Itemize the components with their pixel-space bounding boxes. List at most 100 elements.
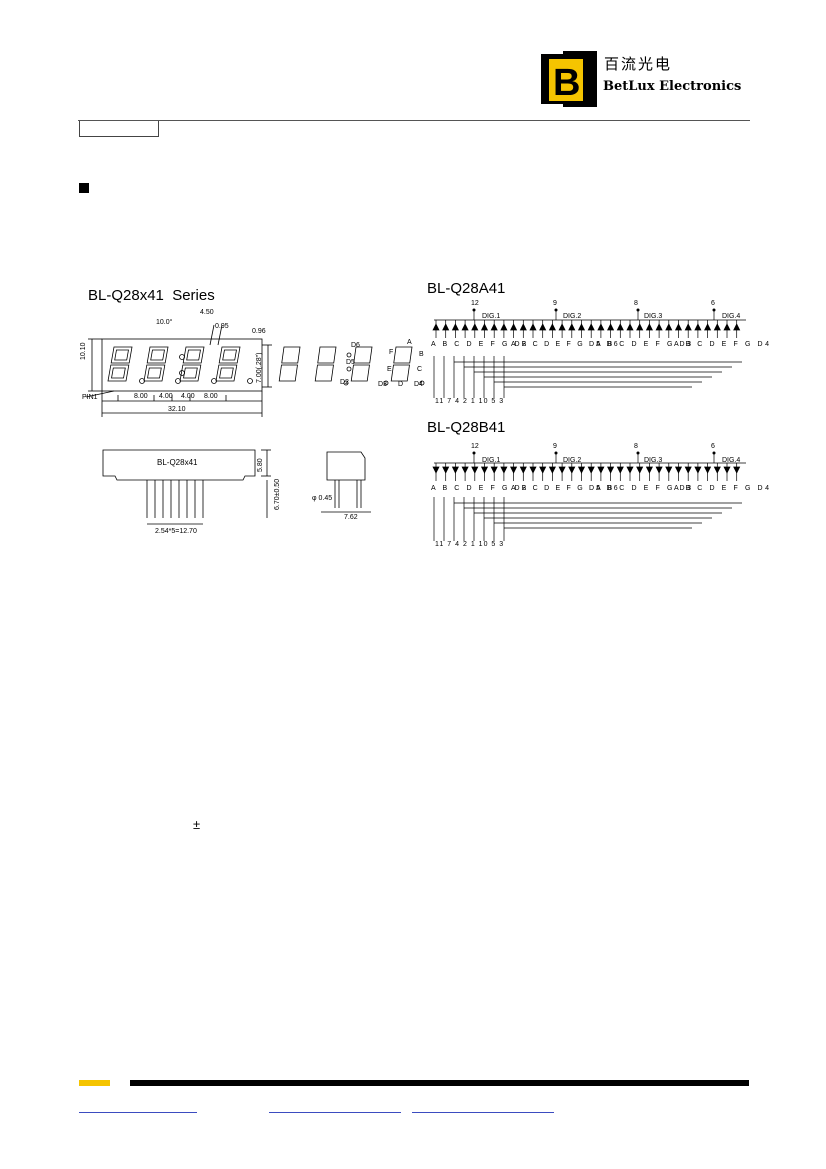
diode-icon bbox=[471, 323, 479, 331]
side-height-label: 5.80 bbox=[257, 458, 264, 472]
diode-icon bbox=[568, 466, 576, 474]
circuit-a-group-3: A B C D E F G D3 bbox=[596, 341, 694, 348]
diode-icon bbox=[733, 323, 741, 331]
digit-3 bbox=[179, 346, 205, 382]
pin1-label: PIN1 bbox=[82, 394, 98, 401]
pitch-800a-label: 8.00 bbox=[134, 393, 148, 400]
diode-icon bbox=[713, 466, 721, 474]
diode-icon bbox=[510, 323, 518, 331]
circuit-a-group-2: A B C D E F G D5 D6 bbox=[511, 341, 620, 348]
seg-label-d: D bbox=[398, 381, 404, 388]
company-name-cn: 百流光电 bbox=[604, 55, 673, 73]
diode-icon bbox=[723, 323, 731, 331]
pin-pitch-label: 2.54*5=12.70 bbox=[155, 528, 197, 535]
diode-icon bbox=[539, 323, 547, 331]
footer-accent-bar bbox=[79, 1080, 110, 1086]
diode-icon bbox=[645, 466, 653, 474]
pitch-400b-label: 4.00 bbox=[181, 393, 195, 400]
seg-label-d3: D3 bbox=[378, 381, 387, 388]
circuit-a-pin-8: 8 bbox=[634, 300, 638, 307]
plus-minus-symbol: ± bbox=[193, 817, 201, 832]
seg-label-d2: D2 bbox=[340, 379, 349, 386]
angle-label: 10.0° bbox=[156, 319, 173, 326]
company-logo: B bbox=[541, 51, 597, 107]
diode-icon bbox=[577, 323, 586, 331]
lead-label: 6.70±0.50 bbox=[274, 478, 281, 510]
circuit-b-pin-9: 9 bbox=[553, 443, 557, 450]
diode-icon bbox=[548, 323, 556, 331]
seg-label-d6: D6 bbox=[351, 342, 360, 349]
side-label: BL-Q28x41 bbox=[157, 458, 198, 467]
diode-icon bbox=[519, 323, 527, 331]
footer-link-1[interactable] bbox=[79, 1112, 197, 1113]
digit-2 bbox=[143, 346, 169, 382]
diode-icon bbox=[558, 466, 566, 474]
digit-1 bbox=[107, 346, 133, 382]
dim-095-label: 0.95 bbox=[215, 323, 229, 330]
depth-label: 7.62 bbox=[344, 514, 358, 521]
diode-icon bbox=[655, 466, 663, 474]
diode-icon bbox=[529, 466, 537, 474]
diode-icon bbox=[461, 466, 469, 474]
diode-icon bbox=[529, 323, 537, 331]
circuit-a-dig3: DIG.3 bbox=[644, 313, 663, 320]
diode-icon bbox=[674, 466, 683, 474]
diode-icon bbox=[616, 466, 624, 474]
diode-icon bbox=[607, 323, 615, 331]
series-title: BL-Q28x41 Series bbox=[88, 287, 215, 304]
footer-link-3[interactable] bbox=[412, 1112, 554, 1113]
front-view-drawing bbox=[85, 324, 425, 417]
circuit-b-group-4: A B C D E F G D4 bbox=[674, 485, 772, 492]
diode-icon bbox=[694, 323, 702, 331]
dim-450-label: 4.50 bbox=[200, 309, 214, 316]
diode-icon bbox=[451, 466, 459, 474]
circuit-b-group-1: A B C D E F G D2 bbox=[431, 485, 529, 492]
diode-icon bbox=[432, 466, 440, 474]
diode-icon bbox=[500, 323, 508, 331]
header-rule bbox=[78, 120, 750, 121]
diode-icon bbox=[684, 323, 692, 331]
seg-label-c: C bbox=[417, 366, 423, 373]
diode-icon bbox=[471, 466, 479, 474]
seg-label-d4: D4 bbox=[414, 381, 423, 388]
circuit-b-pin-12: 12 bbox=[471, 443, 479, 450]
diode-icon bbox=[684, 466, 692, 474]
diode-icon bbox=[587, 466, 595, 474]
diode-icon bbox=[626, 323, 634, 331]
diode-icon bbox=[704, 466, 712, 474]
seg-height-label: 7.00(.28") bbox=[256, 352, 263, 383]
diode-icon bbox=[568, 323, 576, 331]
seg-label-a: A bbox=[407, 339, 412, 346]
header-tab-box bbox=[79, 121, 159, 137]
seg-label-d5: D5 bbox=[346, 359, 355, 366]
circuit-b-pin-6: 6 bbox=[711, 443, 715, 450]
logo-mark-icon: B bbox=[541, 51, 597, 107]
dim-096-label: 0.96 bbox=[252, 328, 266, 335]
width-label: 32.10 bbox=[168, 406, 186, 413]
diode-icon bbox=[432, 323, 440, 331]
diode-icon bbox=[539, 466, 547, 474]
circuit-a-pin-6: 6 bbox=[711, 300, 715, 307]
circuit-a-bottom-pins: 11 7 4 2 1 10 5 3 bbox=[435, 398, 505, 405]
company-name-en: BetLux Electronics bbox=[603, 79, 742, 94]
diode-icon bbox=[597, 323, 605, 331]
diode-icon bbox=[616, 323, 624, 331]
diode-icon bbox=[442, 323, 450, 331]
circuit-b-title: BL-Q28B41 bbox=[427, 419, 506, 436]
circuit-b-dig4: DIG.4 bbox=[722, 457, 741, 464]
diode-icon bbox=[597, 466, 605, 474]
diode-icon bbox=[451, 323, 459, 331]
diode-icon bbox=[490, 466, 498, 474]
diode-icon bbox=[461, 323, 469, 331]
circuit-b-group-3: A B C D E F G D3 bbox=[596, 485, 694, 492]
pin-dia-label: φ 0.45 bbox=[312, 495, 333, 502]
diode-icon bbox=[665, 466, 673, 474]
diode-icon bbox=[548, 466, 556, 474]
diode-icon bbox=[655, 323, 663, 331]
diode-icon bbox=[587, 323, 595, 331]
diode-icon bbox=[704, 323, 712, 331]
diode-icon bbox=[626, 466, 634, 474]
footer-link-2[interactable] bbox=[269, 1112, 401, 1113]
diode-icon bbox=[665, 323, 673, 331]
circuit-a-schematic bbox=[432, 308, 746, 398]
